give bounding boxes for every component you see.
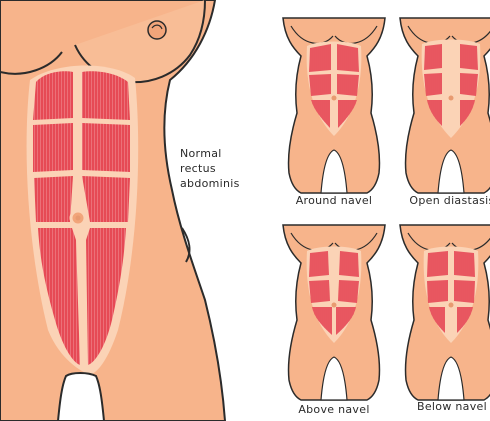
variant-around-navel <box>283 18 385 193</box>
caption-open-diastasis: Open diastasis <box>397 194 490 208</box>
variant-below-navel <box>400 225 490 400</box>
variant-open-diastasis <box>400 18 490 193</box>
caption-around-navel: Around navel <box>279 194 389 208</box>
caption-above-navel: Above navel <box>279 403 389 417</box>
main-torso <box>0 0 225 421</box>
variant-above-navel <box>283 225 385 400</box>
main-label-line-1: Normal <box>180 146 240 161</box>
main-label-line-2: rectus <box>180 161 240 176</box>
main-groin <box>58 373 104 421</box>
main-figure-label: Normal rectus abdominis <box>180 146 240 191</box>
main-nipple <box>148 21 166 39</box>
main-label-line-3: abdominis <box>180 176 240 191</box>
caption-below-navel: Below navel <box>397 400 490 414</box>
